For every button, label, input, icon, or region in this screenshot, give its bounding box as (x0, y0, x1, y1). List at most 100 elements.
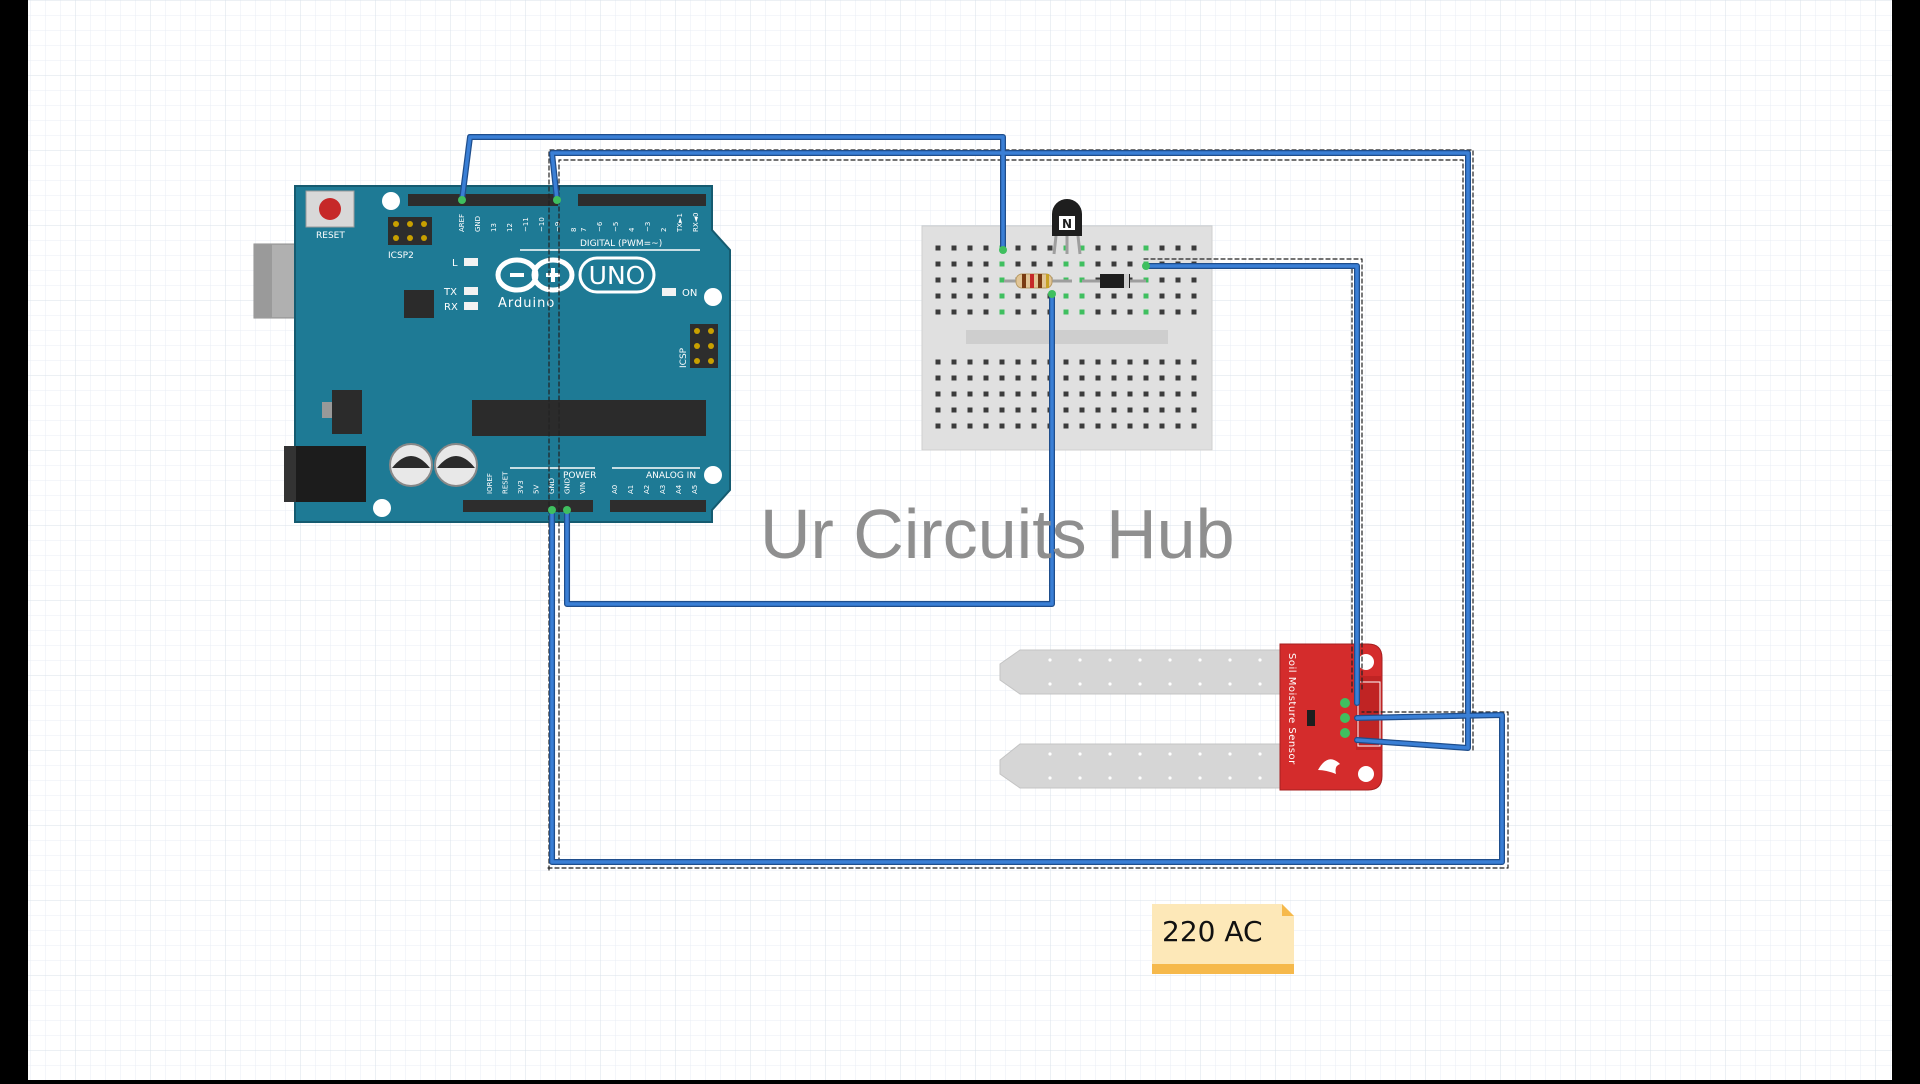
breadboard-hole[interactable] (967, 261, 973, 267)
breadboard-hole[interactable] (1095, 309, 1101, 315)
reset-button-cap[interactable] (319, 198, 341, 220)
breadboard-hole[interactable] (935, 293, 941, 299)
npn-transistor[interactable] (1052, 199, 1082, 255)
breadboard-hole[interactable] (1031, 391, 1037, 397)
breadboard-hole[interactable] (983, 261, 989, 267)
breadboard-hole[interactable] (1047, 245, 1053, 251)
breadboard-hole[interactable] (983, 375, 989, 381)
breadboard-hole[interactable] (951, 309, 957, 315)
breadboard-hole[interactable] (951, 277, 957, 283)
breadboard-hole[interactable] (951, 391, 957, 397)
breadboard-hole[interactable] (1191, 293, 1197, 299)
breadboard-hole[interactable] (999, 261, 1005, 267)
breadboard-hole[interactable] (1191, 359, 1197, 365)
breadboard-hole[interactable] (1047, 261, 1053, 267)
breadboard-hole[interactable] (1031, 261, 1037, 267)
breadboard-hole[interactable] (1063, 309, 1069, 315)
breadboard-hole[interactable] (1031, 423, 1037, 429)
breadboard-hole[interactable] (951, 261, 957, 267)
breadboard-hole[interactable] (1175, 309, 1181, 315)
breadboard-hole[interactable] (935, 245, 941, 251)
breadboard-hole[interactable] (1063, 391, 1069, 397)
wire-endpoint[interactable] (458, 196, 466, 204)
breadboard-hole[interactable] (999, 407, 1005, 413)
breadboard-hole[interactable] (967, 293, 973, 299)
breadboard-hole[interactable] (935, 375, 941, 381)
breadboard-hole[interactable] (1079, 359, 1085, 365)
wire-5v-to-breadboard[interactable] (565, 292, 1054, 606)
breadboard-hole[interactable] (1079, 245, 1085, 251)
breadboard-hole[interactable] (1111, 375, 1117, 381)
breadboard-hole[interactable] (1143, 423, 1149, 429)
breadboard-hole[interactable] (951, 359, 957, 365)
breadboard-hole[interactable] (935, 391, 941, 397)
breadboard-hole[interactable] (1031, 359, 1037, 365)
breadboard-hole[interactable] (1015, 407, 1021, 413)
breadboard-hole[interactable] (1015, 375, 1021, 381)
breadboard-hole[interactable] (999, 391, 1005, 397)
breadboard-hole[interactable] (1095, 407, 1101, 413)
wire-gnd-to-sensor[interactable] (550, 508, 1504, 864)
resistor[interactable] (1004, 273, 1072, 289)
breadboard-hole[interactable] (1191, 309, 1197, 315)
breadboard-hole[interactable] (1111, 245, 1117, 251)
breadboard-hole[interactable] (1127, 407, 1133, 413)
wire-endpoint[interactable] (563, 506, 571, 514)
breadboard-hole[interactable] (1143, 407, 1149, 413)
breadboard-hole[interactable] (967, 309, 973, 315)
breadboard-hole[interactable] (1175, 391, 1181, 397)
breadboard-hole[interactable] (999, 293, 1005, 299)
breadboard-hole[interactable] (1175, 245, 1181, 251)
breadboard-hole[interactable] (1111, 359, 1117, 365)
breadboard-hole[interactable] (1127, 245, 1133, 251)
breadboard-hole[interactable] (951, 293, 957, 299)
breadboard-hole[interactable] (935, 277, 941, 283)
breadboard-hole[interactable] (935, 261, 941, 267)
breadboard-hole[interactable] (1111, 293, 1117, 299)
breadboard-hole[interactable] (1191, 391, 1197, 397)
wires[interactable] (458, 134, 1509, 871)
wire-endpoint[interactable] (1142, 262, 1150, 270)
breadboard-hole[interactable] (1095, 391, 1101, 397)
breadboard-hole[interactable] (1015, 293, 1021, 299)
breadboard-hole[interactable] (951, 407, 957, 413)
breadboard-hole[interactable] (1143, 375, 1149, 381)
breadboard-hole[interactable] (1031, 375, 1037, 381)
sticky-note[interactable]: 220 AC (1152, 904, 1294, 974)
breadboard-hole[interactable] (1031, 245, 1037, 251)
breadboard-hole[interactable] (983, 407, 989, 413)
wire-pin8-to-sensor[interactable] (550, 151, 1470, 750)
breadboard-hole[interactable] (1111, 261, 1117, 267)
breadboard-hole[interactable] (967, 407, 973, 413)
breadboard-hole[interactable] (1143, 391, 1149, 397)
breadboard-hole[interactable] (935, 359, 941, 365)
breadboard-hole[interactable] (1015, 261, 1021, 267)
breadboard-hole[interactable] (1063, 261, 1069, 267)
wire-endpoint[interactable] (553, 196, 561, 204)
breadboard-hole[interactable] (1095, 261, 1101, 267)
breadboard-hole[interactable] (935, 423, 941, 429)
wire-endpoint[interactable] (999, 246, 1007, 254)
breadboard-hole[interactable] (1175, 277, 1181, 283)
breadboard-hole[interactable] (1031, 407, 1037, 413)
breadboard-hole[interactable] (983, 293, 989, 299)
breadboard-hole[interactable] (1063, 375, 1069, 381)
breadboard-hole[interactable] (967, 391, 973, 397)
breadboard-hole[interactable] (967, 277, 973, 283)
breadboard-hole[interactable] (1159, 423, 1165, 429)
soil-moisture-sensor[interactable] (999, 643, 1383, 791)
breadboard-hole[interactable] (1031, 309, 1037, 315)
breadboard-hole[interactable] (1159, 407, 1165, 413)
breadboard-hole[interactable] (1159, 245, 1165, 251)
breadboard-hole[interactable] (1143, 359, 1149, 365)
breadboard-hole[interactable] (951, 375, 957, 381)
breadboard-hole[interactable] (999, 277, 1005, 283)
breadboard-hole[interactable] (1191, 423, 1197, 429)
wire-endpoint[interactable] (548, 506, 556, 514)
breadboard-hole[interactable] (935, 407, 941, 413)
breadboard-hole[interactable] (1143, 309, 1149, 315)
breadboard-hole[interactable] (983, 309, 989, 315)
